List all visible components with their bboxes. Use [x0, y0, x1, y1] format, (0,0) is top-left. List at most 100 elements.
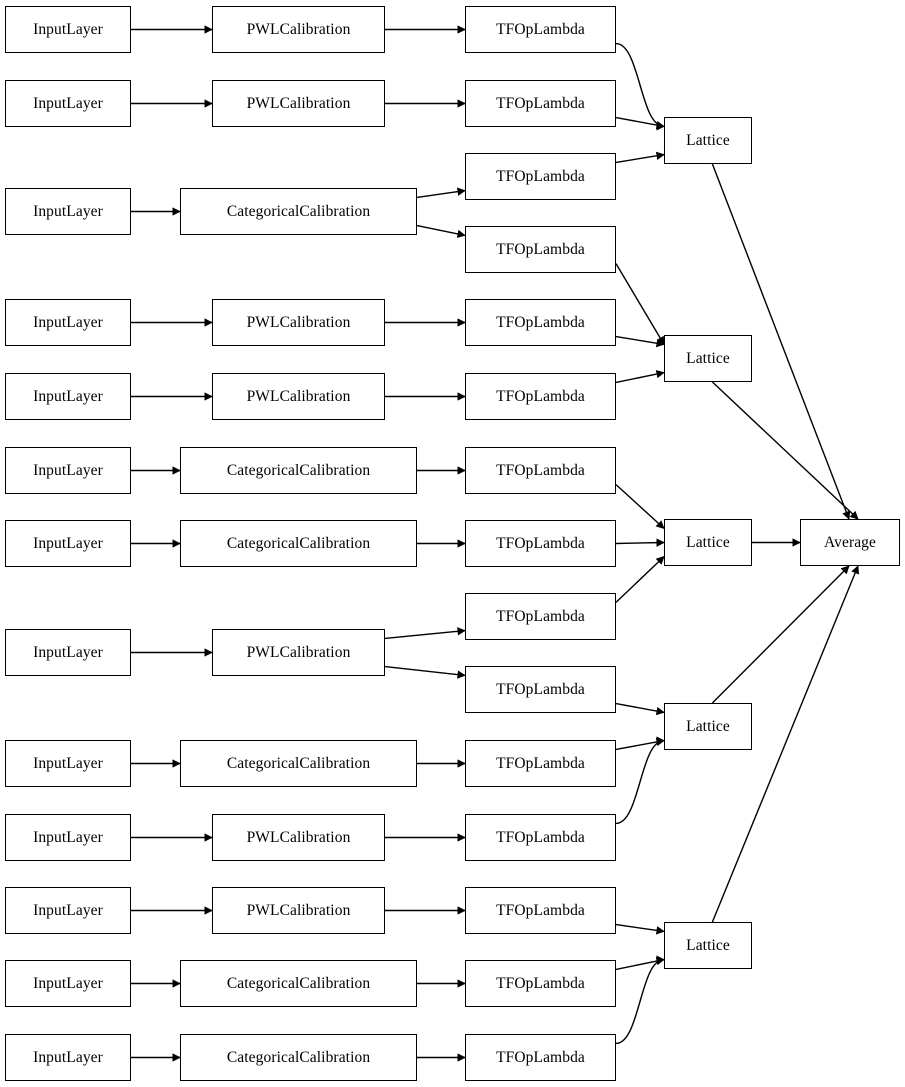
node-label: Lattice — [686, 349, 730, 367]
edge-op2-to-lat1 — [615, 116, 665, 130]
edge-op7-to-lat3 — [615, 484, 665, 529]
node-input-layer-in10[interactable]: InputLayer — [5, 814, 131, 861]
node-label: InputLayer — [33, 643, 103, 661]
node-categorical-calibration-cal3[interactable]: CategoricalCalibration — [180, 188, 417, 235]
node-categorical-calibration-cal12[interactable]: CategoricalCalibration — [180, 960, 417, 1007]
edge-cal3-to-op4 — [416, 224, 466, 239]
node-label: TFOpLambda — [496, 534, 585, 552]
node-pwlcalibration-cal8[interactable]: PWLCalibration — [212, 629, 385, 676]
node-label: InputLayer — [33, 387, 103, 405]
node-label: InputLayer — [33, 828, 103, 846]
node-label: TFOpLambda — [496, 901, 585, 919]
node-label: TFOpLambda — [496, 754, 585, 772]
node-categorical-calibration-cal6[interactable]: CategoricalCalibration — [180, 447, 417, 494]
node-input-layer-in12[interactable]: InputLayer — [5, 960, 131, 1007]
edge-op3-to-lat1 — [615, 151, 665, 164]
node-label: TFOpLambda — [496, 20, 585, 38]
edge-cal3-to-op3 — [416, 187, 466, 199]
node-lattice-lat3[interactable]: Lattice — [664, 519, 752, 566]
node-label: PWLCalibration — [246, 387, 351, 405]
node-input-layer-in3[interactable]: InputLayer — [5, 188, 131, 235]
edge-op13-to-lat5 — [615, 923, 665, 935]
node-lattice-lat4[interactable]: Lattice — [664, 703, 752, 750]
node-input-layer-in5[interactable]: InputLayer — [5, 373, 131, 420]
node-input-layer-in1[interactable]: InputLayer — [5, 6, 131, 53]
node-pwlcalibration-cal11[interactable]: PWLCalibration — [212, 887, 385, 934]
node-tfop-lambda-op8[interactable]: TFOpLambda — [465, 520, 616, 567]
node-label: PWLCalibration — [246, 901, 351, 919]
node-label: TFOpLambda — [496, 1048, 585, 1066]
node-label: Lattice — [686, 936, 730, 954]
node-input-layer-in7[interactable]: InputLayer — [5, 520, 131, 567]
node-input-layer-in9[interactable]: InputLayer — [5, 740, 131, 787]
node-pwlcalibration-cal1[interactable]: PWLCalibration — [212, 6, 385, 53]
node-label: PWLCalibration — [246, 94, 351, 112]
node-label: TFOpLambda — [496, 387, 585, 405]
edge-op14-to-lat5 — [615, 956, 665, 971]
node-label: InputLayer — [33, 94, 103, 112]
node-lattice-lat1[interactable]: Lattice — [664, 117, 752, 164]
node-tfop-lambda-op9[interactable]: TFOpLambda — [465, 593, 616, 640]
node-tfop-lambda-op14[interactable]: TFOpLambda — [465, 960, 616, 1007]
node-label: InputLayer — [33, 20, 103, 38]
node-label: CategoricalCalibration — [226, 202, 371, 220]
node-label: PWLCalibration — [246, 20, 351, 38]
node-input-layer-in8[interactable]: InputLayer — [5, 629, 131, 676]
node-categorical-calibration-cal7[interactable]: CategoricalCalibration — [180, 520, 417, 567]
node-pwlcalibration-cal5[interactable]: PWLCalibration — [212, 373, 385, 420]
node-lattice-lat5[interactable]: Lattice — [664, 922, 752, 969]
node-label: TFOpLambda — [496, 94, 585, 112]
edge-lat2-to-avg — [711, 381, 859, 520]
node-pwlcalibration-cal4[interactable]: PWLCalibration — [212, 299, 385, 346]
edge-op5-to-lat2 — [615, 335, 665, 348]
node-label: TFOpLambda — [496, 828, 585, 846]
node-tfop-lambda-op13[interactable]: TFOpLambda — [465, 887, 616, 934]
node-tfop-lambda-op10[interactable]: TFOpLambda — [465, 666, 616, 713]
node-label: PWLCalibration — [246, 313, 351, 331]
node-label: TFOpLambda — [496, 680, 585, 698]
node-label: TFOpLambda — [496, 313, 585, 331]
node-label: TFOpLambda — [496, 167, 585, 185]
node-input-layer-in2[interactable]: InputLayer — [5, 80, 131, 127]
edge-op11-to-lat4 — [615, 737, 665, 751]
node-input-layer-in13[interactable]: InputLayer — [5, 1034, 131, 1081]
node-label: Average — [823, 533, 877, 551]
node-tfop-lambda-op7[interactable]: TFOpLambda — [465, 447, 616, 494]
node-categorical-calibration-cal9[interactable]: CategoricalCalibration — [180, 740, 417, 787]
node-label: CategoricalCalibration — [226, 534, 371, 552]
node-label: InputLayer — [33, 974, 103, 992]
node-tfop-lambda-op1[interactable]: TFOpLambda — [465, 6, 616, 53]
node-pwlcalibration-cal2[interactable]: PWLCalibration — [212, 80, 385, 127]
node-label: Lattice — [686, 131, 730, 149]
node-categorical-calibration-cal13[interactable]: CategoricalCalibration — [180, 1034, 417, 1081]
edge-op12-to-lat4 — [615, 736, 665, 825]
node-label: CategoricalCalibration — [226, 1048, 371, 1066]
node-label: InputLayer — [33, 754, 103, 772]
edge-op4-to-lat2 — [615, 263, 665, 346]
node-input-layer-in6[interactable]: InputLayer — [5, 447, 131, 494]
node-input-layer-in4[interactable]: InputLayer — [5, 299, 131, 346]
node-label: PWLCalibration — [246, 643, 351, 661]
node-average-avg[interactable]: Average — [800, 519, 900, 566]
node-tfop-lambda-op3[interactable]: TFOpLambda — [465, 153, 616, 200]
node-tfop-lambda-op4[interactable]: TFOpLambda — [465, 226, 616, 273]
node-label: InputLayer — [33, 901, 103, 919]
edge-op1-to-lat1 — [615, 42, 665, 131]
edge-cal8-to-op10 — [384, 665, 466, 679]
node-tfop-lambda-op15[interactable]: TFOpLambda — [465, 1034, 616, 1081]
node-tfop-lambda-op11[interactable]: TFOpLambda — [465, 740, 616, 787]
edge-cal8-to-op9 — [384, 627, 466, 640]
node-pwlcalibration-cal10[interactable]: PWLCalibration — [212, 814, 385, 861]
edge-lat4-to-avg — [711, 565, 850, 704]
node-tfop-lambda-op6[interactable]: TFOpLambda — [465, 373, 616, 420]
edge-op15-to-lat5 — [615, 955, 665, 1045]
node-tfop-lambda-op5[interactable]: TFOpLambda — [465, 299, 616, 346]
node-tfop-lambda-op12[interactable]: TFOpLambda — [465, 814, 616, 861]
node-lattice-lat2[interactable]: Lattice — [664, 335, 752, 382]
node-input-layer-in11[interactable]: InputLayer — [5, 887, 131, 934]
node-label: InputLayer — [33, 534, 103, 552]
node-tfop-lambda-op2[interactable]: TFOpLambda — [465, 80, 616, 127]
node-label: TFOpLambda — [496, 240, 585, 258]
node-label: Lattice — [686, 717, 730, 735]
